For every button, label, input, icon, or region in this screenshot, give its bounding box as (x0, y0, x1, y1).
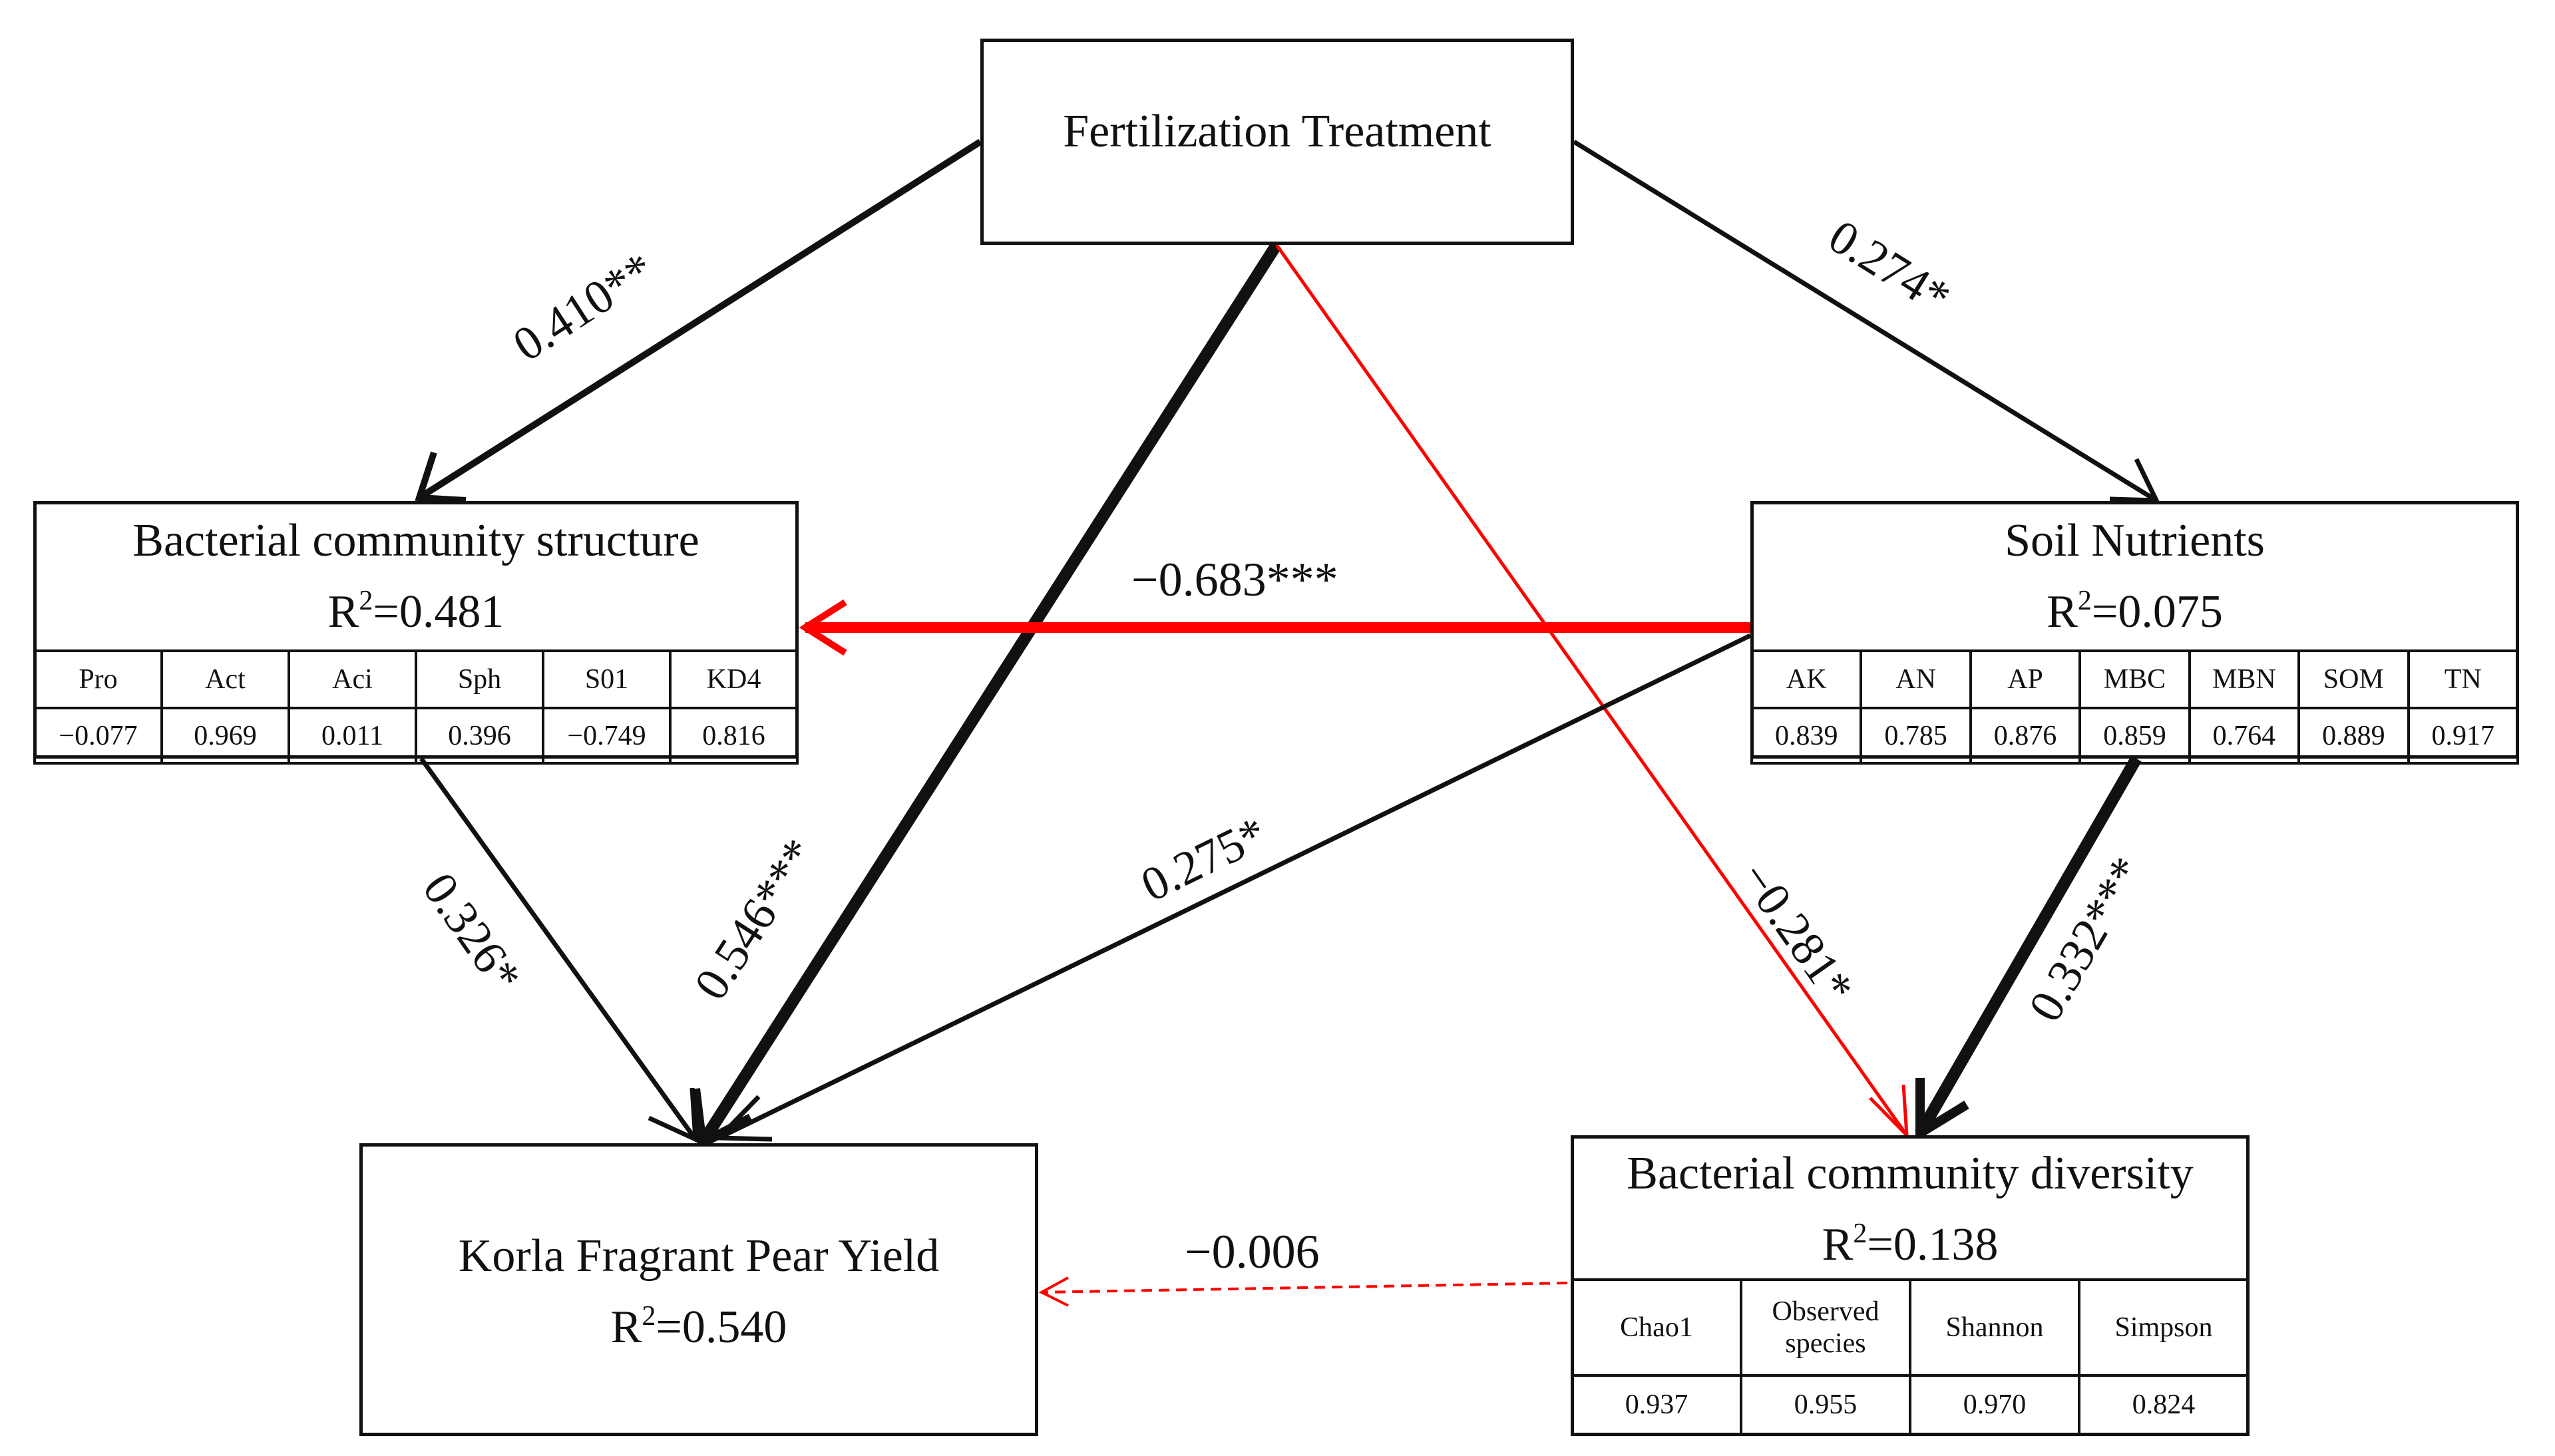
indicator-header-cell: MBN (2188, 649, 2301, 709)
loading-value-cell: 0.876 (1969, 707, 2082, 765)
indicator-header-cell: Chao1 (1571, 1278, 1742, 1377)
path-fert-to-structure (417, 138, 982, 501)
indicator-header-cell: KD4 (669, 649, 799, 709)
loading-value-cell: 0.859 (2078, 707, 2191, 765)
node-bacterial-community-diversity: Bacterial community diversity R2=0.138 C… (1571, 1135, 2250, 1436)
loading-value-cell: 0.396 (415, 707, 544, 765)
arrowhead-yield-structure (648, 1087, 698, 1143)
loading-value-cell: −0.077 (33, 707, 163, 765)
arrowhead-yield-diversity (1038, 1276, 1069, 1307)
path-fert-to-nutrients (1573, 140, 2158, 502)
arrowhead-nutrients (2109, 458, 2160, 503)
indicator-header-cell: Observed species (1740, 1278, 1911, 1377)
indicator-header-cell: AK (1750, 649, 1863, 709)
arrowhead-diversity-black (1915, 1078, 1969, 1142)
path-nutrients-to-yield (717, 633, 1752, 1141)
path-fert-to-yield (697, 242, 1282, 1147)
loading-value-cell: 0.969 (160, 707, 290, 765)
path-structure-to-yield (419, 757, 697, 1141)
indicator-header-cell: SOM (2297, 649, 2410, 709)
r-squared-label: R2=0.540 (610, 1301, 787, 1353)
loading-value-cell: 0.917 (2407, 707, 2520, 765)
loading-value-cell: 0.816 (669, 707, 799, 765)
loading-value-cell: 0.764 (2188, 707, 2301, 765)
coef-diversity-to-yield: −0.006 (1185, 1225, 1320, 1278)
node-korla-fragrant-pear-yield: Korla Fragrant Pear Yield R2=0.540 (359, 1143, 1038, 1436)
indicator-header-cell: Act (160, 649, 290, 709)
arrowhead-yield-nutrients (713, 1095, 773, 1142)
node-title: Fertilization Treatment (1063, 106, 1491, 157)
node-title: Bacterial community diversity (1627, 1148, 2194, 1199)
indicator-header-cell: Pro (33, 649, 163, 709)
r-squared-label: R2=0.138 (1822, 1218, 1999, 1270)
loading-value-cell: 0.970 (1909, 1374, 2080, 1435)
indicator-header-cell: TN (2407, 649, 2520, 709)
path-fert-to-diversity (1275, 244, 1909, 1137)
loading-value-cell: 0.955 (1740, 1374, 1911, 1435)
node-fertilization-treatment: Fertilization Treatment (980, 39, 1574, 245)
loading-value-cell: 0.889 (2297, 707, 2410, 765)
arrowhead-structure-red (799, 599, 847, 656)
indicator-header-cell: Shannon (1909, 1278, 2080, 1377)
r-squared-label: R2=0.075 (2047, 586, 2223, 637)
node-title: Soil Nutrients (2005, 515, 2265, 566)
path-diversity-to-yield (1041, 1282, 1568, 1294)
indicator-header-cell: Simpson (2078, 1278, 2250, 1377)
indicator-header-cell: S01 (542, 649, 672, 709)
node-bacterial-community-structure: Bacterial community structure R2=0.481 P… (33, 501, 799, 765)
loading-value-cell: 0.824 (2078, 1374, 2250, 1435)
indicator-header-cell: AN (1860, 649, 1972, 709)
node-title: Bacterial community structure (132, 515, 699, 566)
coef-nutrients-to-structure: −0.683*** (1131, 553, 1338, 606)
loading-value-cell: 0.937 (1571, 1374, 1742, 1435)
indicator-header-cell: AP (1969, 649, 2082, 709)
loading-value-cell: −0.749 (542, 707, 672, 765)
loading-value-cell: 0.011 (288, 707, 417, 765)
loading-value-cell: 0.839 (1750, 707, 1863, 765)
indicator-header-cell: Sph (415, 649, 544, 709)
indicator-header-cell: MBC (2078, 649, 2191, 709)
node-title: Korla Fragrant Pear Yield (458, 1230, 940, 1282)
arrowhead-structure (415, 451, 467, 504)
path-nutrients-to-diversity (1915, 755, 2142, 1137)
r-squared-label: R2=0.481 (327, 586, 504, 637)
indicator-header-cell: Aci (288, 649, 417, 709)
loading-value-cell: 0.785 (1860, 707, 1972, 765)
